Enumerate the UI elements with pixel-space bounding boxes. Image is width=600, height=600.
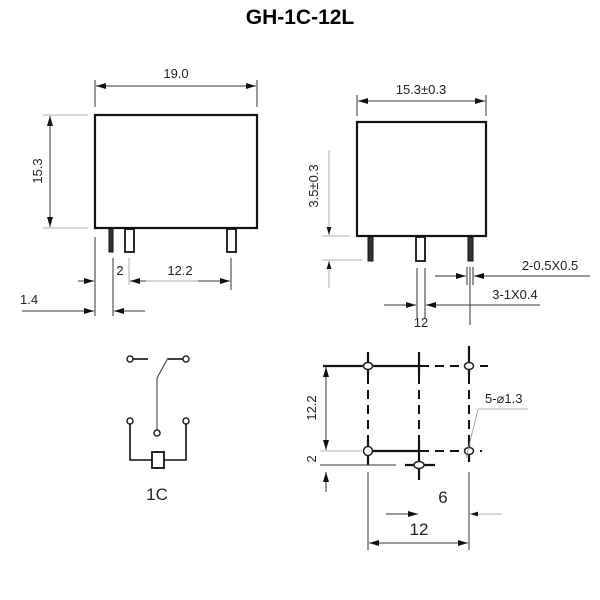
width-dimension: 19.0 — [163, 66, 188, 81]
pin-side-3 — [226, 228, 237, 253]
pin-span-dimension: 12.2 — [167, 263, 192, 278]
nc-terminal — [126, 355, 134, 363]
pin-offset-dimension: 1.4 — [20, 292, 38, 307]
pcb-hole-2 — [463, 361, 475, 371]
coil-terminal-2 — [182, 417, 190, 425]
height-dimension: 15.3 — [30, 158, 45, 183]
row-spacing-dimension: 12.2 — [304, 395, 319, 420]
end-width-dimension: 15.3±0.3 — [396, 82, 447, 97]
pin-end-1 — [367, 236, 374, 262]
relay-body-side — [93, 113, 259, 230]
side-view: 19.0 15.3 2 12.2 1.4 — [20, 66, 259, 316]
pin-side-1 — [108, 228, 114, 253]
part-title: GH-1C-12L — [245, 6, 355, 29]
common-terminal — [153, 429, 161, 437]
large-pin-dimension: 3-1X0.4 — [492, 287, 538, 302]
coil-terminal-1 — [126, 417, 134, 425]
span-dimension: 12 — [410, 520, 429, 539]
center-dimension: 12 — [414, 315, 428, 330]
no-terminal — [182, 355, 190, 363]
half-span-dimension: 6 — [438, 488, 447, 507]
end-view: 15.3±0.3 3.5±0.3 2-0.5X0.5 3-1X0.4 12 — [306, 82, 590, 330]
pin-side-2 — [124, 228, 135, 253]
switch-contact — [156, 357, 169, 379]
small-pin-dimension: 2-0.5X0.5 — [522, 258, 578, 273]
pin-length-dimension: 3.5±0.3 — [306, 164, 321, 207]
schematic-label: 1C — [146, 485, 168, 504]
offset-dimension: 2 — [304, 455, 319, 462]
coil-icon — [151, 451, 165, 469]
pin-end-2 — [415, 236, 426, 262]
pin-gap-dimension: 2 — [116, 263, 123, 278]
pcb-layout: 12.2 2 5-⌀1.3 6 12 — [304, 346, 528, 550]
pcb-hole-1 — [362, 361, 374, 371]
hole-dimension: 5-⌀1.3 — [485, 391, 522, 406]
pcb-hole-4 — [463, 446, 475, 456]
pcb-hole-3 — [362, 445, 374, 457]
relay-body-end — [355, 120, 488, 238]
pin-end-3 — [467, 236, 474, 262]
pcb-hole-5 — [413, 460, 425, 470]
relay-schematic: 1C — [126, 355, 190, 504]
